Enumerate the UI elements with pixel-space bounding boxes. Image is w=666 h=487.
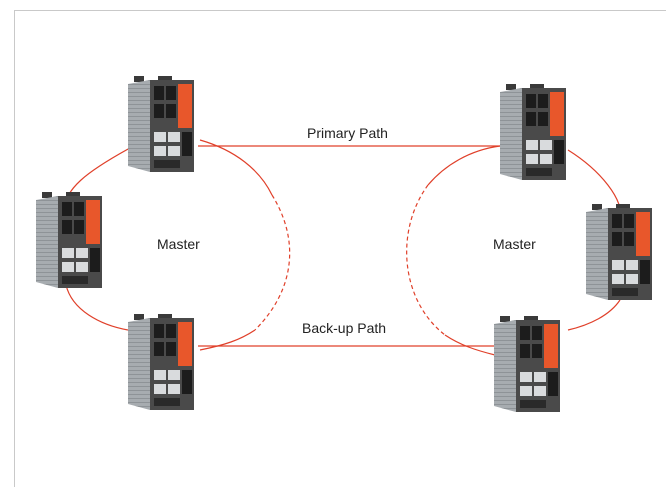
left-ring-dashed-arc — [254, 194, 291, 331]
switch-right-middle-icon — [586, 204, 652, 300]
right-ring-solid-arc — [444, 334, 496, 356]
left-ring-solid-arc — [199, 139, 273, 196]
switch-left-top-icon — [128, 76, 194, 172]
right-ring-solid-arc — [427, 145, 501, 186]
right-ring-master-label: Master — [493, 236, 536, 252]
left-ring-master-label: Master — [157, 236, 200, 252]
left-ring-solid-arc — [199, 329, 256, 351]
right-ring-solid-arc — [567, 299, 621, 331]
switch-left-bottom-icon — [128, 314, 194, 410]
diagram-frame — [14, 10, 666, 487]
left-ring-solid-arc — [65, 284, 129, 331]
right-ring-dashed-arc — [406, 184, 446, 336]
switch-left-middle-icon — [36, 192, 102, 288]
switch-right-top-icon — [500, 84, 566, 180]
primary-path-label: Primary Path — [307, 125, 388, 141]
backup-path-label: Back-up Path — [302, 320, 387, 336]
switch-right-bottom-icon — [494, 316, 560, 412]
